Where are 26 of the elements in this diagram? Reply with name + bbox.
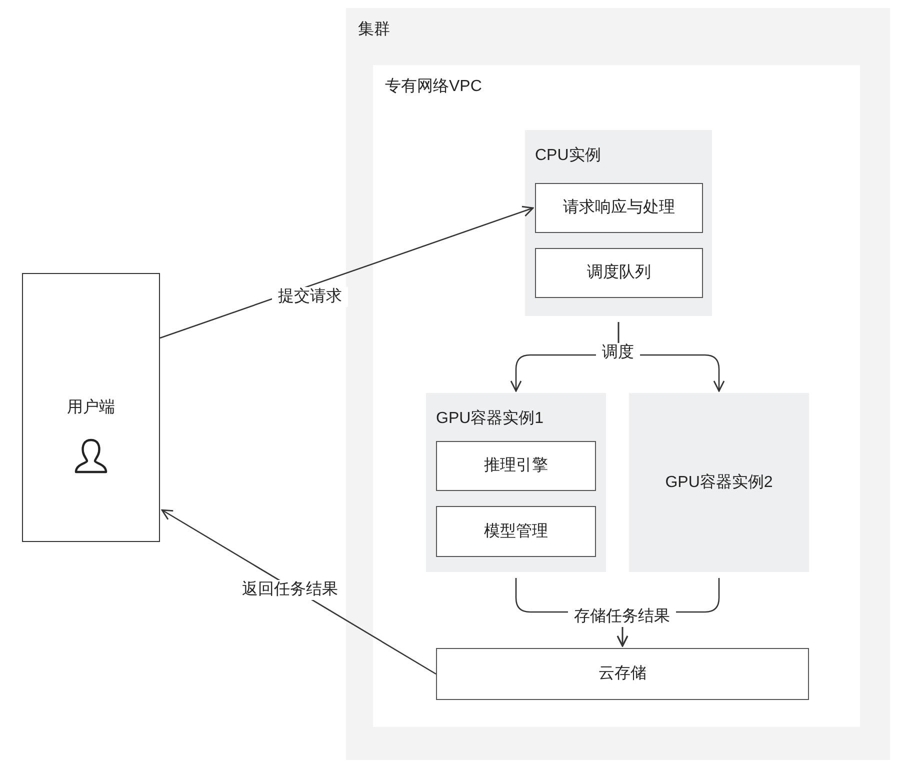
- process-box: [535, 183, 703, 233]
- cluster-panel: [346, 8, 890, 760]
- node-label: 专有网络VPC: [385, 78, 482, 95]
- node-label: CPU实例: [535, 147, 601, 164]
- node-label: 模型管理: [484, 522, 548, 542]
- process-box: [535, 248, 703, 298]
- edge-label: 存储任务结果: [568, 607, 676, 627]
- node-label: 用户端: [67, 398, 115, 418]
- instance-panel: [525, 130, 712, 316]
- process-box: [436, 648, 809, 700]
- arrow: [161, 509, 436, 675]
- node-label: GPU容器实例1: [436, 410, 544, 427]
- instance-panel: [629, 393, 809, 572]
- process-box: [436, 506, 596, 557]
- process-box: [436, 441, 596, 491]
- node-label: 请求响应与处理: [563, 198, 675, 218]
- node-label: 云存储: [598, 664, 646, 684]
- node-label: GPU容器实例2: [665, 472, 773, 492]
- client-box: [22, 273, 160, 542]
- node-label: 集群: [358, 21, 390, 38]
- node-label: 调度队列: [587, 263, 651, 283]
- arrow: [160, 206, 534, 339]
- edge-label: 提交请求: [272, 287, 348, 307]
- node-label: 推理引擎: [484, 456, 548, 476]
- network-panel: [373, 65, 860, 727]
- instance-panel: [426, 393, 606, 572]
